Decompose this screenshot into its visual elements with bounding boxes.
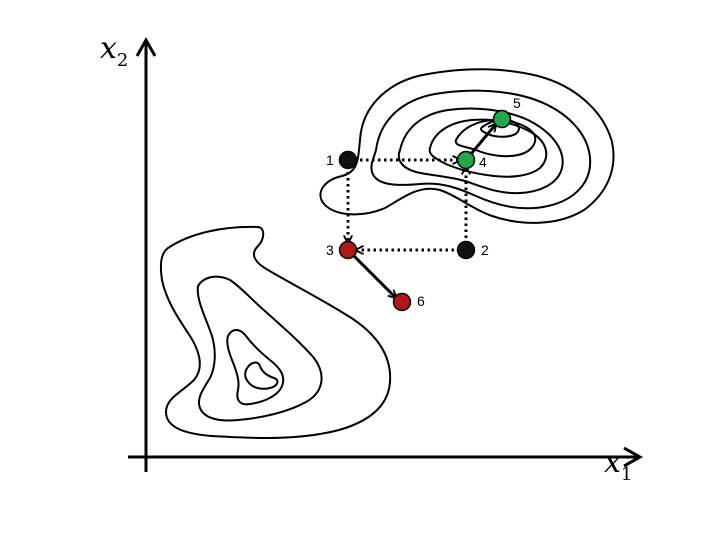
contour-upper-outer	[319, 68, 615, 224]
solid-moves	[346, 124, 496, 298]
dotted-moves	[348, 160, 466, 250]
point-3	[338, 240, 358, 260]
contour-lower-outer	[159, 225, 392, 439]
point-5	[492, 109, 512, 129]
contour-upper-4	[428, 118, 548, 178]
point-6-label: 6	[417, 293, 425, 309]
x-axis-label: x1	[604, 445, 632, 485]
contours-upper-right	[319, 68, 615, 224]
contour-upper-3	[397, 107, 564, 195]
point-4-label: 4	[479, 154, 487, 170]
point-5-label: 5	[513, 95, 521, 111]
y-axis-label: x2	[100, 31, 128, 71]
y-axis-arrow	[135, 36, 157, 57]
contour-upper-5	[454, 118, 537, 158]
point-6	[392, 292, 412, 312]
axes: x2 x1	[100, 31, 644, 485]
point-4	[456, 150, 476, 170]
contour-lower-2	[196, 275, 323, 422]
point-1-label: 1	[326, 152, 334, 168]
move-3-to-6	[346, 248, 396, 298]
x-axis-arrow	[623, 446, 644, 468]
contour-lower-inner	[244, 361, 279, 390]
point-2	[456, 240, 476, 260]
point-2-label: 2	[481, 242, 489, 258]
point-1	[338, 150, 358, 170]
contours-lower-left	[159, 225, 392, 439]
point-labels: 1 2 3 4 5 6	[326, 95, 521, 309]
contour-lower-3	[226, 329, 285, 406]
points	[338, 109, 512, 312]
point-3-label: 3	[326, 242, 334, 258]
contour-upper-2	[370, 89, 592, 210]
